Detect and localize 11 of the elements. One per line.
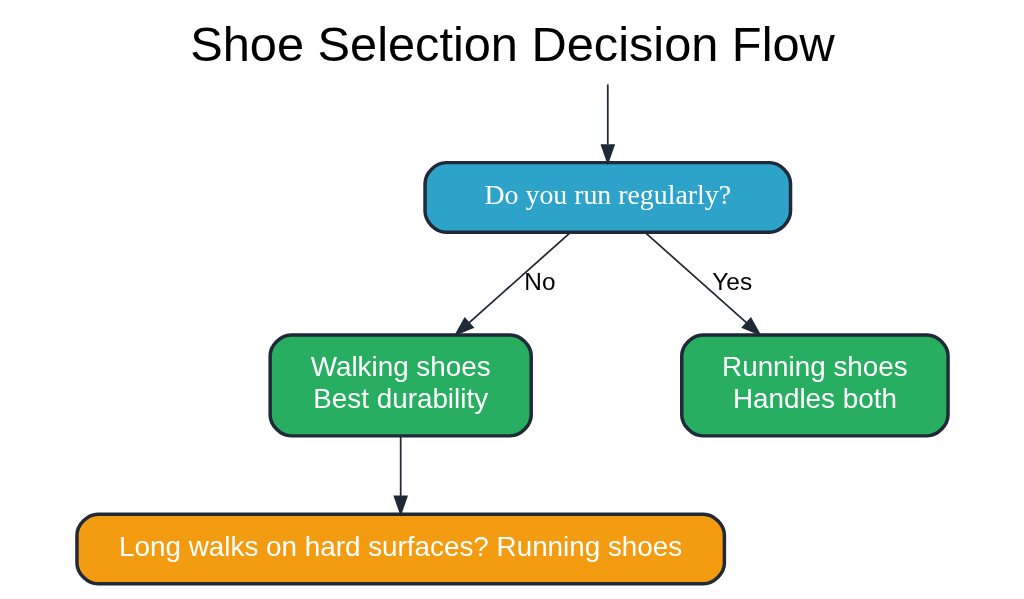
node-box: Long walks on hard surfaces? Running shoes <box>74 512 726 586</box>
arrow <box>392 435 408 517</box>
node-box: Running shoes Handles both <box>679 333 950 438</box>
edge-label: Yes <box>711 268 752 296</box>
node-box: Do you run regularly? <box>422 160 792 234</box>
node-box: Walking shoes Best durability <box>267 333 533 438</box>
arrow <box>643 231 762 337</box>
edge-label: No <box>523 268 555 296</box>
arrow <box>453 231 571 337</box>
diagram-title: Shoe Selection Decision Flow <box>189 17 835 72</box>
arrow <box>599 83 615 166</box>
